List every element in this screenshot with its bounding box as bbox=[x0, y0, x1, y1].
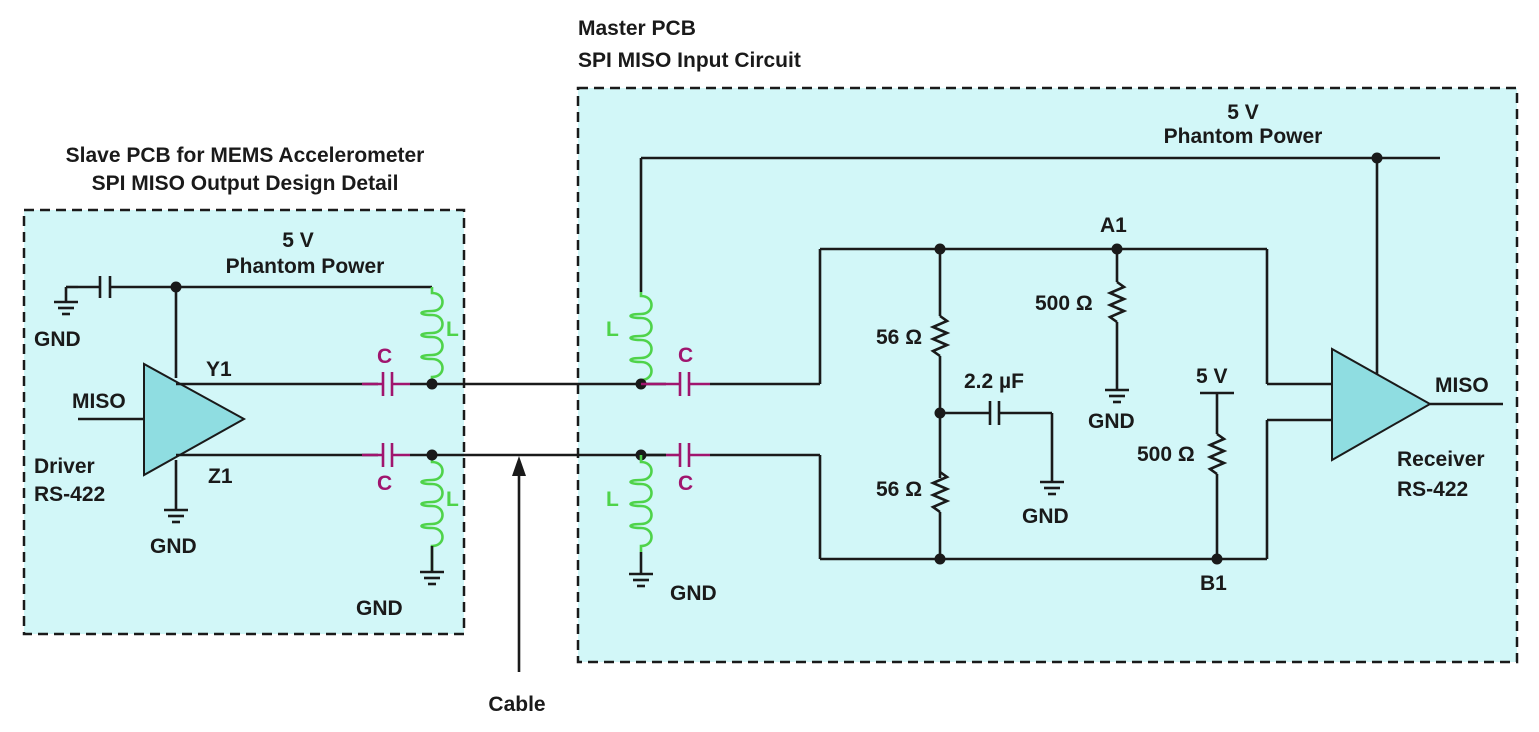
r56-bottom-label: 56 Ω bbox=[876, 478, 922, 501]
master-title-line1: Master PCB bbox=[578, 17, 696, 40]
inductor-icon bbox=[629, 292, 653, 384]
receiver-label-line2: RS-422 bbox=[1397, 478, 1468, 501]
slave-pcb-box bbox=[22, 208, 466, 636]
master-ind-bottom-label: L bbox=[606, 488, 619, 511]
y1-label: Y1 bbox=[206, 358, 232, 381]
ground-icon bbox=[629, 572, 653, 588]
r500-b1-label: 500 Ω bbox=[1137, 443, 1195, 466]
resistor-icon bbox=[1106, 280, 1128, 324]
ground-icon bbox=[420, 570, 444, 586]
receiver-label-line1: Receiver bbox=[1397, 448, 1485, 471]
gnd-cap-label: GND bbox=[1022, 505, 1069, 528]
ground-icon bbox=[1105, 388, 1129, 404]
resistor-icon bbox=[929, 314, 951, 358]
master-cap-bottom-label: C bbox=[678, 472, 693, 495]
master-power-voltage: 5 V bbox=[1227, 101, 1259, 124]
receiver-amplifier-icon bbox=[1331, 347, 1433, 462]
junction-dot bbox=[934, 553, 946, 565]
slave-cap-top-label: C bbox=[377, 345, 392, 368]
arrow-up-icon bbox=[512, 456, 526, 476]
v5-label: 5 V bbox=[1196, 365, 1228, 388]
r56-top-label: 56 Ω bbox=[876, 326, 922, 349]
master-gnd-inductor-label: GND bbox=[670, 582, 717, 605]
r500-a1-label: 500 Ω bbox=[1035, 292, 1093, 315]
z1-label: Z1 bbox=[208, 465, 233, 488]
master-ind-top-label: L bbox=[606, 318, 619, 341]
inductor-icon bbox=[629, 455, 653, 552]
slave-power-voltage: 5 V bbox=[282, 229, 314, 252]
ground-icon bbox=[164, 508, 188, 524]
slave-title-line1: Slave PCB for MEMS Accelerometer bbox=[66, 144, 425, 167]
slave-gnd-left-label: GND bbox=[34, 328, 81, 351]
slave-miso-label: MISO bbox=[72, 390, 126, 413]
master-miso-label: MISO bbox=[1435, 374, 1489, 397]
cable-label: Cable bbox=[488, 693, 545, 716]
slave-ind-top-label: L bbox=[446, 318, 459, 341]
ground-icon bbox=[54, 300, 78, 316]
ground-icon bbox=[1040, 480, 1064, 496]
slave-power-label: Phantom Power bbox=[226, 255, 385, 278]
slave-ind-bottom-label: L bbox=[446, 488, 459, 511]
gnd-500-label: GND bbox=[1088, 410, 1135, 433]
slave-gnd-driver-label: GND bbox=[150, 535, 197, 558]
inductor-icon bbox=[420, 287, 444, 384]
resistor-icon bbox=[929, 470, 951, 514]
junction-dot bbox=[1211, 553, 1223, 565]
driver-label-line2: RS-422 bbox=[34, 483, 105, 506]
slave-title-line2: SPI MISO Output Design Detail bbox=[92, 172, 399, 195]
inductor-icon bbox=[420, 455, 444, 572]
cap-2u2-label: 2.2 µF bbox=[964, 370, 1024, 393]
master-cap-top-label: C bbox=[678, 344, 693, 367]
driver-label-line1: Driver bbox=[34, 455, 95, 478]
resistor-icon bbox=[1206, 432, 1228, 476]
slave-gnd-inductor-label: GND bbox=[356, 597, 403, 620]
a1-label: A1 bbox=[1100, 214, 1127, 237]
master-title-line2: SPI MISO Input Circuit bbox=[578, 49, 801, 72]
master-power-label: Phantom Power bbox=[1164, 125, 1323, 148]
slave-cap-bottom-label: C bbox=[377, 472, 392, 495]
b1-label: B1 bbox=[1200, 572, 1227, 595]
